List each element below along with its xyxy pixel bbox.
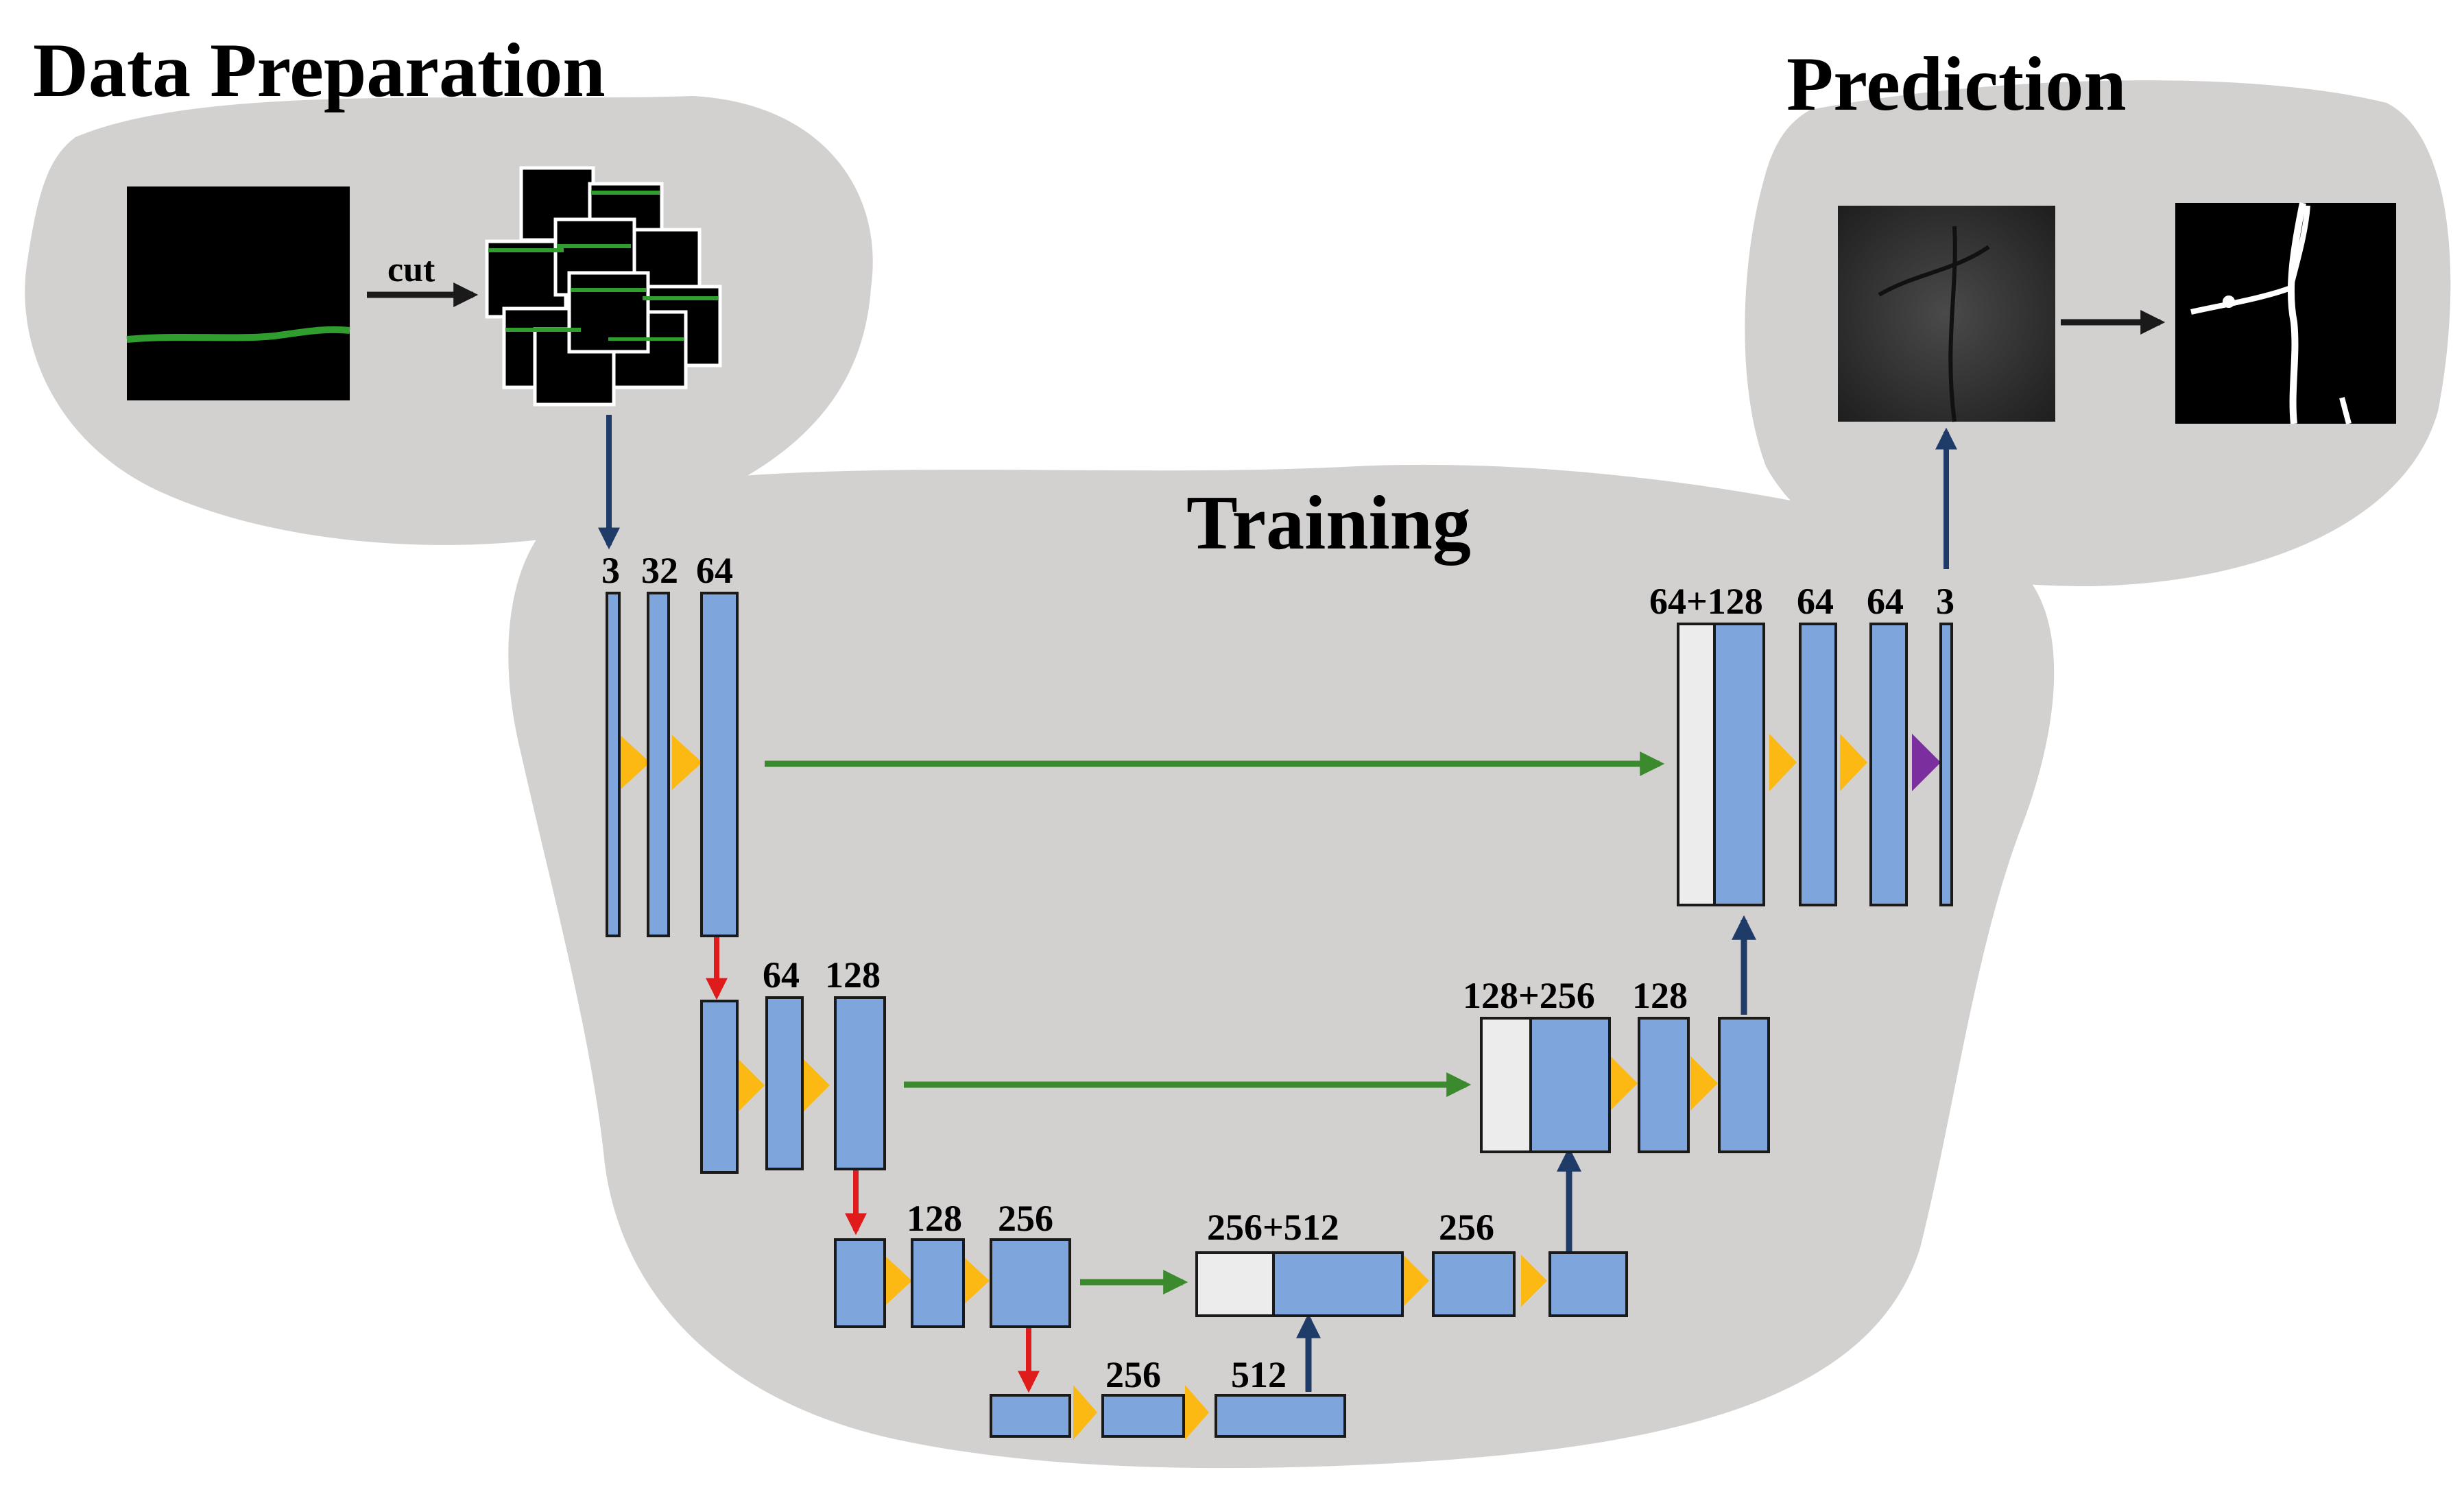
- enc-l3-block-128: [911, 1238, 965, 1328]
- dec-l2-label-0: 128+256: [1463, 975, 1595, 1016]
- enc-l1-block-64: [700, 592, 739, 937]
- raw-microscopy-image: [1838, 206, 2055, 422]
- dec-l3-concat: [1195, 1251, 1275, 1317]
- bottleneck-block-512: [1215, 1394, 1346, 1438]
- dec-l1-label-2: 64: [1867, 581, 1904, 622]
- channel-labels: 3 32 64 64 128 128 256 256 512 256+512 2…: [601, 550, 1954, 1395]
- bottleneck-block-a: [990, 1394, 1071, 1438]
- enc-l1-label-2: 64: [696, 550, 733, 591]
- dec-l3-block-512: [1272, 1251, 1404, 1317]
- dec-l2-block-out: [1718, 1017, 1770, 1153]
- enc-l1-block-32: [647, 592, 670, 937]
- upsample-arrows: [1296, 915, 1756, 1392]
- bottleneck-label-0: 256: [1105, 1354, 1161, 1395]
- enc-l3-label-1: 256: [998, 1198, 1053, 1239]
- enc-l2-label-1: 128: [825, 954, 881, 996]
- enc-l1-label-1: 32: [641, 550, 678, 591]
- data-preparation-title: Data Preparation: [33, 28, 606, 113]
- segmentation-mask-image: [2175, 202, 2396, 425]
- enc-l1-block-3: [606, 592, 621, 937]
- downsample-arrows: [706, 936, 1040, 1393]
- dec-l2-block-256: [1529, 1017, 1611, 1153]
- enc-l3-label-0: 128: [907, 1198, 962, 1239]
- dec-l1-label-3: 3: [1936, 581, 1954, 622]
- enc-l2-block-64: [765, 996, 804, 1170]
- output-arrow: [1912, 734, 1941, 791]
- bottleneck-label-1: 512: [1231, 1354, 1287, 1395]
- dec-l3-label-0: 256+512: [1207, 1207, 1339, 1248]
- enc-l2-label-0: 64: [763, 954, 800, 996]
- dec-l1-label-1: 64: [1797, 581, 1834, 622]
- enc-l3-block-a: [834, 1238, 886, 1328]
- enc-l1-label-0: 3: [601, 550, 620, 591]
- dec-l2-block-128: [1638, 1017, 1690, 1153]
- training-title: Training: [1186, 481, 1471, 566]
- cut-label: cut: [387, 250, 435, 289]
- conv-arrows: [620, 734, 1867, 1440]
- bottleneck-block-256: [1101, 1394, 1185, 1438]
- dec-l1-concat: [1677, 623, 1716, 906]
- encoder-blocks: [606, 592, 1346, 1438]
- input-fiber-image: [126, 186, 350, 400]
- enc-l2-block-a: [700, 1000, 739, 1174]
- enc-l2-block-128: [834, 996, 886, 1170]
- decoder-blocks: [1195, 623, 1953, 1317]
- prediction-title: Prediction: [1786, 42, 2127, 127]
- dec-l1-block-3: [1939, 623, 1953, 906]
- enc-l3-block-256: [990, 1238, 1071, 1328]
- dec-l3-block-256: [1432, 1251, 1516, 1317]
- image-patches: [485, 166, 722, 407]
- training-region: [508, 464, 2055, 1469]
- dec-l1-block-64b: [1869, 623, 1908, 906]
- dec-l1-block-128: [1713, 623, 1765, 906]
- dec-l3-label-1: 256: [1439, 1207, 1494, 1248]
- dec-l1-block-64a: [1799, 623, 1837, 906]
- dec-l2-concat: [1480, 1017, 1532, 1153]
- dec-l1-label-0: 64+128: [1649, 581, 1763, 622]
- skip-connections: [765, 751, 1665, 1294]
- dec-l2-label-1: 128: [1632, 975, 1688, 1016]
- dec-l3-block-out: [1548, 1251, 1628, 1317]
